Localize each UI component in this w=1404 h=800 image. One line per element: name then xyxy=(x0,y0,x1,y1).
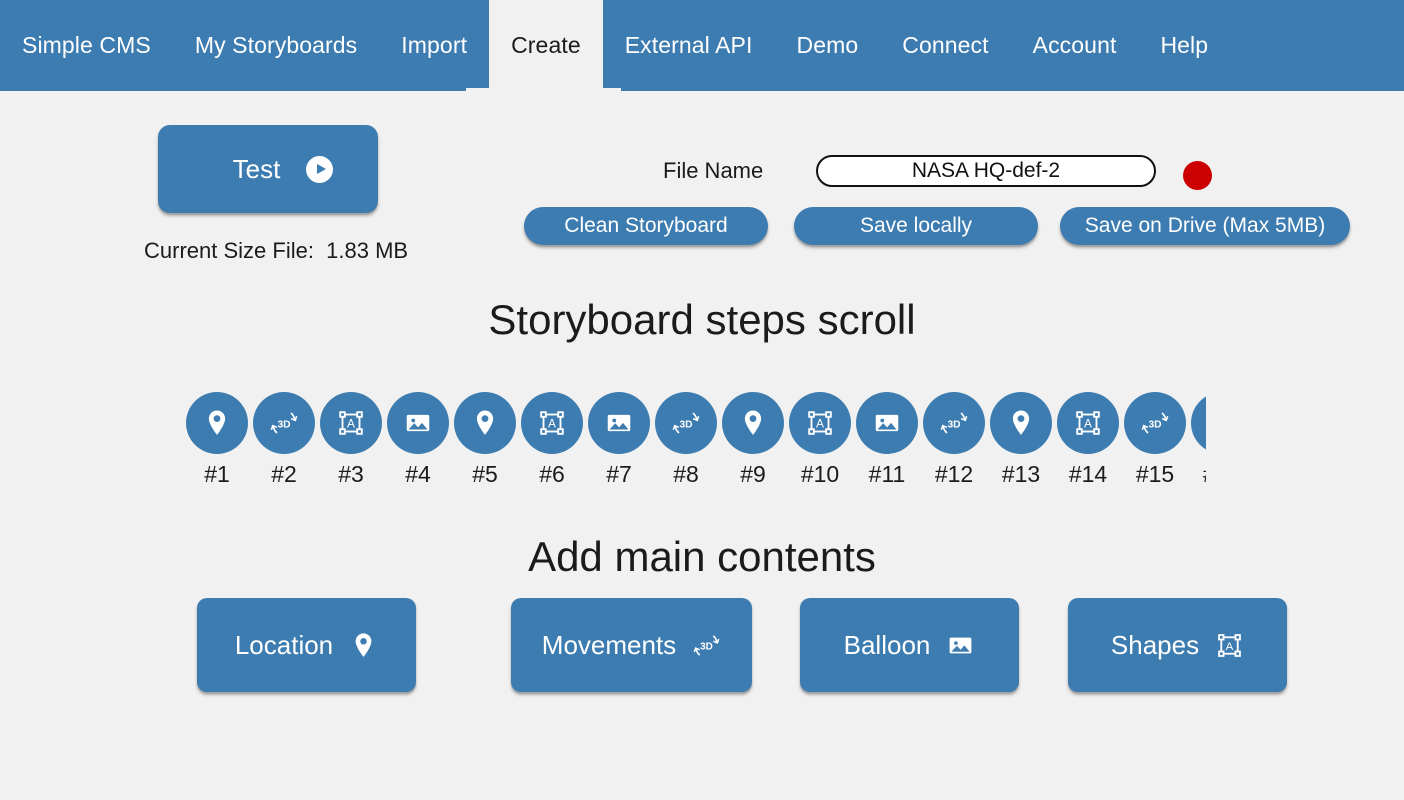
shapes-frame-icon: A xyxy=(789,392,851,454)
storyboard-step-label: #9 xyxy=(740,461,766,487)
image-icon xyxy=(856,392,918,454)
rotate-3d-icon: 3D xyxy=(253,392,315,454)
nav-tab-my-storyboards[interactable]: My Storyboards xyxy=(194,32,358,58)
record-dot-icon xyxy=(1183,161,1212,190)
svg-text:A: A xyxy=(1226,640,1234,652)
add-movements-label: Movements xyxy=(541,629,677,660)
clean-storyboard-label: Clean Storyboard xyxy=(564,214,728,237)
location-pin-icon xyxy=(349,631,378,660)
nav-tab-help[interactable]: Help xyxy=(1160,32,1209,58)
svg-text:A: A xyxy=(816,417,824,431)
rotate-3d-icon: 3D xyxy=(923,392,985,454)
add-movements-button[interactable]: Movements 3D xyxy=(511,598,752,692)
storyboard-step-label: #6 xyxy=(539,461,565,487)
nav-tab-simple-cms[interactable]: Simple CMS xyxy=(22,32,151,58)
svg-text:A: A xyxy=(548,417,556,431)
rotate-3d-icon: 3D xyxy=(655,392,717,454)
shapes-frame-icon: A xyxy=(521,392,583,454)
svg-text:3D: 3D xyxy=(947,419,960,430)
storyboard-step[interactable]: A #3 xyxy=(320,392,382,488)
clean-storyboard-button[interactable]: Clean Storyboard xyxy=(524,207,768,245)
svg-text:3D: 3D xyxy=(277,419,290,430)
add-shapes-label: Shapes xyxy=(1110,629,1200,660)
save-locally-button[interactable]: Save locally xyxy=(794,207,1038,245)
add-main-contents-title: Add main contents xyxy=(528,533,876,580)
add-location-label: Location xyxy=(234,629,334,660)
storyboard-step[interactable]: A #10 xyxy=(789,392,851,488)
nav-tab-import[interactable]: Import xyxy=(401,32,468,58)
storyboard-step[interactable]: #7 xyxy=(588,392,650,488)
add-location-button[interactable]: Location xyxy=(197,598,416,692)
storyboard-step-label: #12 xyxy=(934,461,974,487)
storyboard-steps-title: Storyboard steps scroll xyxy=(488,296,916,343)
save-locally-label: Save locally xyxy=(859,214,973,237)
file-name-label: File Name xyxy=(663,158,764,183)
svg-text:3D: 3D xyxy=(679,419,692,430)
storyboard-step-label: #2 xyxy=(271,461,297,487)
nav-bottom-rule xyxy=(0,88,1404,91)
storyboard-step-label: #1 xyxy=(204,461,230,487)
storyboard-step[interactable]: #9 xyxy=(722,392,784,488)
storyboard-step-label: #14 xyxy=(1068,461,1108,487)
storyboard-step[interactable]: 3D #8 xyxy=(655,392,717,488)
nav-tab-connect[interactable]: Connect xyxy=(902,32,989,58)
shapes-frame-icon: A xyxy=(1215,631,1244,660)
test-button-label: Test xyxy=(232,153,281,184)
storyboard-step[interactable]: 3D #15 xyxy=(1124,392,1186,488)
current-size-file-label: Current Size File: 1.83 MB xyxy=(144,238,409,263)
save-on-drive-button[interactable]: Save on Drive (Max 5MB) xyxy=(1060,207,1350,245)
nav-tab-external-api[interactable]: External API xyxy=(624,32,753,58)
location-pin-icon xyxy=(186,392,248,454)
storyboard-step-label: #7 xyxy=(606,461,632,487)
location-pin-icon xyxy=(722,392,784,454)
storyboard-step-label: #3 xyxy=(338,461,364,487)
storyboard-step[interactable]: #5 xyxy=(454,392,516,488)
image-icon xyxy=(387,392,449,454)
add-balloon-button[interactable]: Balloon xyxy=(800,598,1019,692)
storyboard-step[interactable]: #1 xyxy=(186,392,248,488)
location-pin-icon xyxy=(990,392,1052,454)
storyboard-steps-scroller[interactable]: #1 3D #2 A #3 #4 #5 A #6 #7 3D #8 #9 A #10 #11 3D #12 #13 A… xyxy=(186,392,1206,496)
storyboard-step-label: #10 xyxy=(800,461,840,487)
nav-active-tab-notch xyxy=(466,88,621,91)
image-icon xyxy=(588,392,650,454)
nav-tab-demo[interactable]: Demo xyxy=(796,32,859,58)
storyboard-step-label: #15 xyxy=(1135,461,1175,487)
storyboard-step-label: #11 xyxy=(868,461,906,487)
image-icon xyxy=(946,631,975,660)
storyboard-step-label: #4 xyxy=(405,461,431,487)
nav-tab-create[interactable]: Create xyxy=(489,0,603,91)
svg-text:A: A xyxy=(1084,417,1092,431)
storyboard-step-label: #8 xyxy=(673,461,699,487)
rotate-3d-icon: 3D xyxy=(1124,392,1186,454)
storyboard-step-label: #16 xyxy=(1203,460,1206,488)
storyboard-step-label: #5 xyxy=(472,461,498,487)
svg-text:3D: 3D xyxy=(1148,419,1161,430)
play-icon xyxy=(306,155,334,183)
shapes-frame-icon: A xyxy=(320,392,382,454)
add-balloon-label: Balloon xyxy=(843,629,931,660)
storyboard-step[interactable]: #4 xyxy=(387,392,449,488)
save-on-drive-label: Save on Drive (Max 5MB) xyxy=(1084,214,1326,237)
image-icon xyxy=(1191,392,1206,454)
storyboard-step[interactable]: #11 xyxy=(856,392,918,488)
shapes-frame-icon: A xyxy=(1057,392,1119,454)
storyboard-step[interactable]: #13 xyxy=(990,392,1052,488)
top-navigation-bar: Simple CMS My Storyboards Import Create … xyxy=(0,0,1404,91)
location-pin-icon xyxy=(454,392,516,454)
svg-text:3D: 3D xyxy=(700,641,713,652)
storyboard-step[interactable]: 3D #2 xyxy=(253,392,315,488)
rotate-3d-icon: 3D xyxy=(692,631,721,660)
storyboard-step[interactable]: A #14 xyxy=(1057,392,1119,488)
storyboard-steps-track: #1 3D #2 A #3 #4 #5 A #6 #7 3D #8 #9 A #10 #11 3D #12 #13 A… xyxy=(186,392,1206,496)
storyboard-step[interactable]: #16 xyxy=(1191,392,1206,488)
nav-tab-account[interactable]: Account xyxy=(1032,32,1117,58)
file-name-input[interactable] xyxy=(816,155,1156,187)
svg-text:A: A xyxy=(347,417,355,431)
storyboard-step-label: #13 xyxy=(1001,461,1041,487)
storyboard-step[interactable]: 3D #12 xyxy=(923,392,985,488)
storyboard-step[interactable]: A #6 xyxy=(521,392,583,488)
add-shapes-button[interactable]: Shapes A xyxy=(1068,598,1287,692)
test-button[interactable]: Test xyxy=(158,125,378,213)
